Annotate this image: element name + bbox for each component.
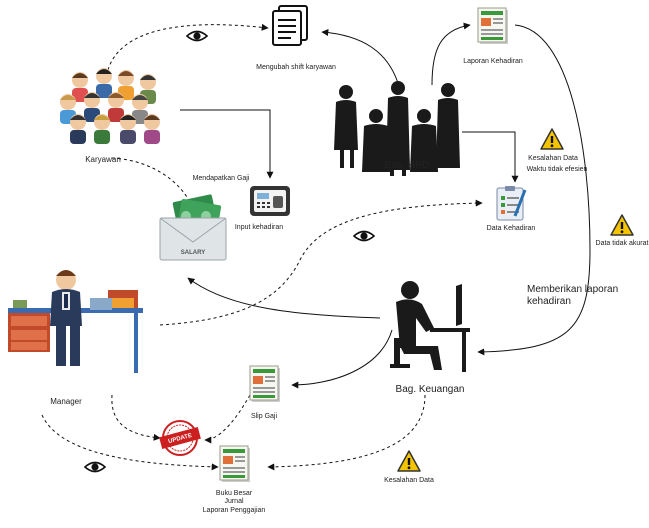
edge-slip-to-update bbox=[204, 394, 251, 444]
report-icon bbox=[249, 365, 280, 402]
edge-karyawan-to-salary bbox=[111, 157, 193, 207]
warning-waktu-label: Waktu tidak efesien bbox=[526, 166, 588, 173]
eye-icon bbox=[352, 230, 376, 242]
people-group-icon bbox=[60, 68, 160, 144]
computer-user-icon bbox=[390, 281, 470, 372]
memberikan-laporan-label: Memberikan laporan kehadiran bbox=[527, 284, 619, 307]
karyawan-label: Karyawan bbox=[85, 155, 121, 164]
input-kehadiran-label: Input kehadiran bbox=[234, 224, 284, 231]
edge-manager-to-data bbox=[159, 199, 483, 326]
buku-besar-label: Buku Besar Jurnal Laporan Penggajian bbox=[202, 490, 266, 514]
desk-worker-icon bbox=[8, 270, 143, 373]
slip-gaji-label: Slip Gaji bbox=[250, 413, 278, 420]
data-tidak-akurat-label: Data tidak akurat bbox=[595, 240, 649, 247]
edge-keuangan-to-slip bbox=[291, 329, 393, 389]
hrd-label: Bag. HRD bbox=[384, 160, 430, 171]
warning-bottom-label: Kesalahan Data bbox=[384, 477, 434, 484]
business-team-icon bbox=[334, 81, 460, 176]
shift-label: Mengubah shift karyawan bbox=[256, 64, 336, 71]
edge-manager-to-update bbox=[111, 394, 161, 441]
report-icon bbox=[477, 7, 508, 44]
manager-label: Manager bbox=[50, 397, 82, 406]
data-kehadiran-label: Data Kehadiran bbox=[486, 225, 536, 232]
edge-hrd-to-laporan bbox=[431, 22, 471, 86]
document-icon bbox=[272, 5, 308, 46]
eye-icon bbox=[185, 30, 209, 42]
edge-manager-to-buku bbox=[41, 414, 219, 471]
edge-keuangan-to-salary bbox=[187, 277, 381, 319]
warning-icon bbox=[610, 214, 634, 236]
edge-keuangan-to-buku bbox=[267, 394, 426, 471]
warning-icon bbox=[397, 450, 421, 472]
warning-icon bbox=[540, 128, 564, 150]
warning-kesalahan-data-label: Kesalahan Data bbox=[528, 155, 578, 162]
clipboard-icon bbox=[496, 186, 527, 221]
edge-laporan-to-keuangan bbox=[477, 24, 591, 356]
edge-karyawan-to-shift bbox=[107, 23, 269, 71]
laporan-kehadiran-label: Laporan Kehadiran bbox=[463, 58, 523, 65]
edge-karyawan-to-input bbox=[180, 109, 274, 179]
edge-hrd-to-shift bbox=[321, 29, 401, 91]
edge-hrd-to-data bbox=[462, 131, 519, 183]
mendapatkan-gaji-label: Mendapatkan Gaji bbox=[192, 175, 250, 182]
eye-icon bbox=[83, 461, 107, 473]
salary-envelope-icon bbox=[159, 194, 227, 261]
update-stamp-icon bbox=[159, 420, 201, 456]
salary-label: SALARY bbox=[181, 250, 205, 256]
fingerprint-machine-icon bbox=[250, 186, 290, 216]
keuangan-label: Bag. Keuangan bbox=[395, 384, 465, 395]
report-icon bbox=[219, 445, 250, 482]
